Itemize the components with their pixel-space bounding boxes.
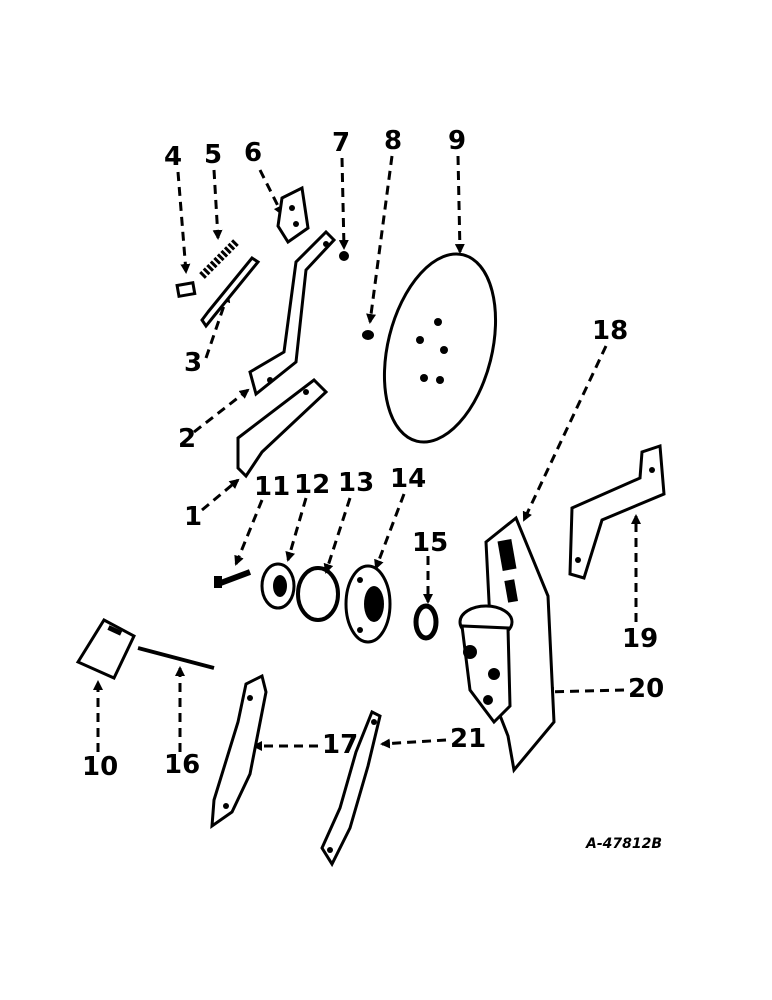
part-3-rod (200, 255, 261, 329)
callout-21: 21 (450, 724, 487, 754)
part-15-washer (413, 603, 439, 641)
part-5-spring (199, 239, 239, 279)
part-13-ring (296, 566, 340, 622)
drawing-number: A-47812B (586, 836, 663, 852)
callout-2: 2 (178, 424, 197, 454)
part-10-plate (75, 618, 136, 680)
part-21-arm (320, 709, 382, 868)
part-19-bracket (568, 443, 666, 580)
callout-6: 6 (244, 138, 263, 168)
part-11-bolt (214, 569, 252, 588)
callout-15: 15 (412, 528, 449, 558)
callout-19: 19 (622, 624, 659, 654)
callout-4: 4 (164, 142, 183, 172)
callout-18: 18 (592, 316, 629, 346)
callout-14: 14 (390, 464, 427, 494)
part-14-hub (344, 564, 392, 644)
part-18-20-frame-assembly (458, 515, 556, 774)
part-6-bracket (276, 185, 310, 245)
part-4-clip (175, 280, 197, 299)
callout-1: 1 (184, 502, 203, 532)
part-9-disc (382, 252, 498, 444)
part-12-bearing (260, 562, 296, 610)
part-16-rod (137, 646, 215, 670)
part-8-bolt (362, 330, 374, 340)
part-1-scraper-blade (236, 378, 329, 479)
callout-17: 17 (322, 730, 359, 760)
callout-10: 10 (82, 752, 119, 782)
callout-13: 13 (338, 468, 375, 498)
part-7-bolt (339, 251, 349, 261)
callout-16: 16 (164, 750, 201, 780)
leader-lines (93, 155, 641, 752)
callout-11: 11 (254, 472, 291, 502)
callout-8: 8 (384, 126, 403, 156)
callout-7: 7 (332, 128, 351, 158)
callout-5: 5 (204, 140, 223, 170)
callout-20: 20 (628, 674, 665, 704)
callout-9: 9 (448, 126, 467, 156)
callout-3: 3 (184, 348, 203, 378)
part-17-arm (210, 673, 268, 830)
part-2-scraper-arm (248, 229, 337, 397)
callout-12: 12 (294, 470, 331, 500)
